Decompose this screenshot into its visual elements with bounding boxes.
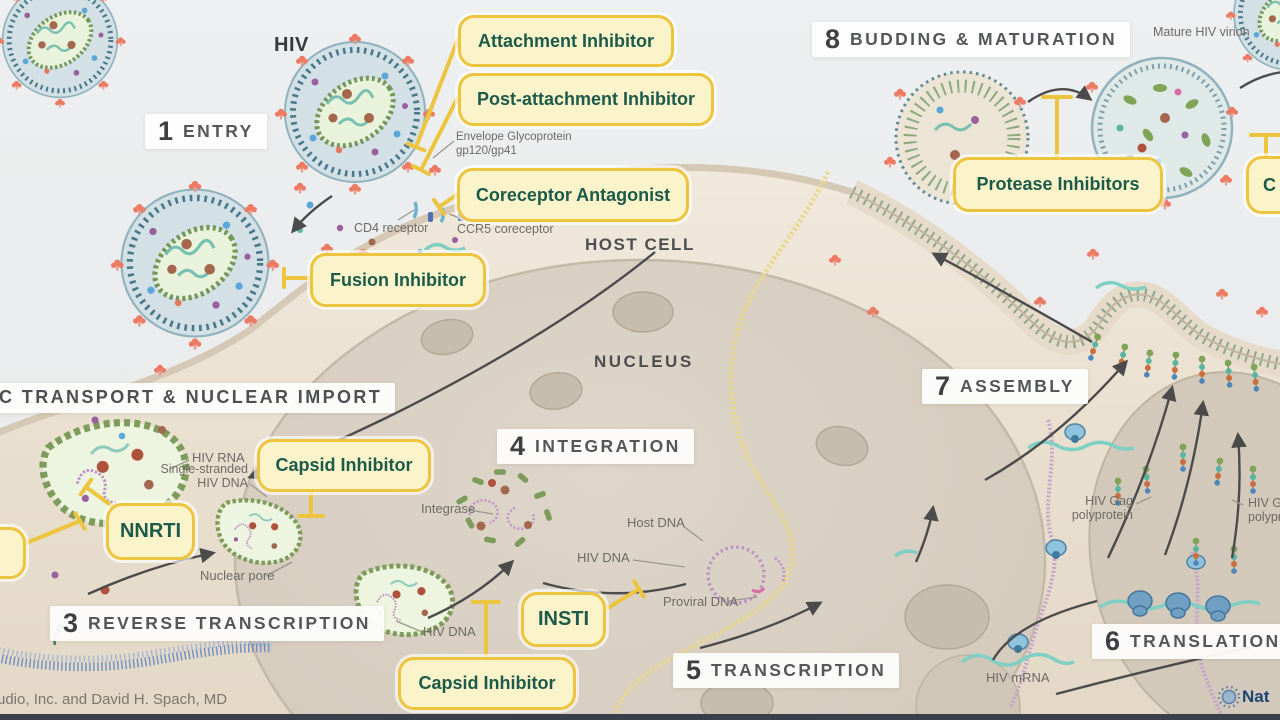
logo-text: Nat	[1242, 687, 1270, 706]
step-1-entry: 1 ENTRY	[145, 114, 267, 149]
cd4-receptor-label: CD4 receptor	[354, 221, 429, 235]
hiv-label: HIV	[274, 34, 309, 56]
host-dna-strand	[610, 170, 831, 720]
step-4-integration: 4 INTEGRATION	[497, 429, 694, 464]
hiv-dna-capsid-label: HIV DNA	[423, 624, 476, 639]
fusion-inhibitor-box: Fusion Inhibitor	[310, 253, 486, 307]
ribosomes	[1127, 590, 1231, 622]
envelope-glycoprotein-label: Envelope Glycoprotein gp120/gp41	[456, 131, 572, 158]
inhibitor-tbars	[0, 37, 1280, 659]
bottom-bar	[0, 714, 1280, 720]
hiv-mrna-label: HIV mRNA	[986, 670, 1050, 685]
host-cell-label: HOST CELL	[585, 235, 695, 254]
hiv-dna-circle	[706, 545, 786, 605]
nucleus-label: NUCLEUS	[594, 352, 694, 371]
capsid-inhibitor-upper-box: Capsid Inhibitor	[257, 439, 431, 492]
virion-hiv	[275, 34, 435, 195]
hiv-gag-polyprotein-clipped-label: HIV Ga polypr	[1248, 496, 1280, 524]
step-3-reverse-transcription: 3 REVERSE TRANSCRIPTION	[50, 606, 384, 641]
step-8-budding-maturation: 8 BUDDING & MATURATION	[812, 22, 1131, 57]
nnrti-box: NNRTI	[106, 503, 195, 560]
clipped-inhibitor-box-right: C	[1246, 156, 1280, 214]
clipped-inhibitor-box-left	[0, 527, 26, 579]
hiv-rna-label: HIV RNA	[192, 450, 245, 465]
credit-text: udio, Inc. and David H. Spach, MD	[0, 691, 228, 708]
ccr5-coreceptor-label: CCR5 coreceptor	[457, 222, 554, 236]
coreceptor-antagonist-box: Coreceptor Antagonist	[457, 168, 689, 222]
host-dna-label: Host DNA	[627, 515, 685, 530]
step-2-transport-nuclear-import: C TRANSPORT & NUCLEAR IMPORT	[0, 383, 396, 413]
single-stranded-hiv-dna-label: Single-stranded HIV DNA	[160, 462, 248, 490]
virion-corner	[1226, 0, 1280, 80]
logo-icon	[1217, 685, 1241, 709]
step-5-transcription: 5 TRANSCRIPTION	[673, 653, 900, 688]
attachment-inhibitor-box: Attachment Inhibitor	[458, 15, 674, 67]
insti-box: INSTI	[521, 592, 606, 647]
label-pointers	[169, 140, 1244, 632]
mature-hiv-virion-label: Mature HIV virion	[1153, 25, 1250, 39]
capsid-inhibitor-lower-box: Capsid Inhibitor	[398, 657, 576, 710]
virion-top-left	[0, 0, 126, 108]
post-attachment-inhibitor-box: Post-attachment Inhibitor	[458, 73, 714, 126]
protease-inhibitors-box: Protease Inhibitors	[953, 157, 1163, 212]
hiv-dna-ring-label: HIV DNA	[577, 550, 630, 565]
integrase-label: Integrase	[421, 501, 476, 516]
step-7-assembly: 7 ASSEMBLY	[922, 369, 1088, 404]
hiv-gag-polyprotein-label: HIV Gag polyprotein	[1071, 494, 1133, 522]
nuclear-pores	[420, 291, 990, 720]
integration-complex	[456, 469, 552, 547]
nuclear-pore-label: Nuclear pore	[200, 568, 275, 583]
proviral-dna-label: Proviral DNA	[663, 594, 739, 609]
step-6-translation: 6 TRANSLATION	[1092, 624, 1280, 659]
